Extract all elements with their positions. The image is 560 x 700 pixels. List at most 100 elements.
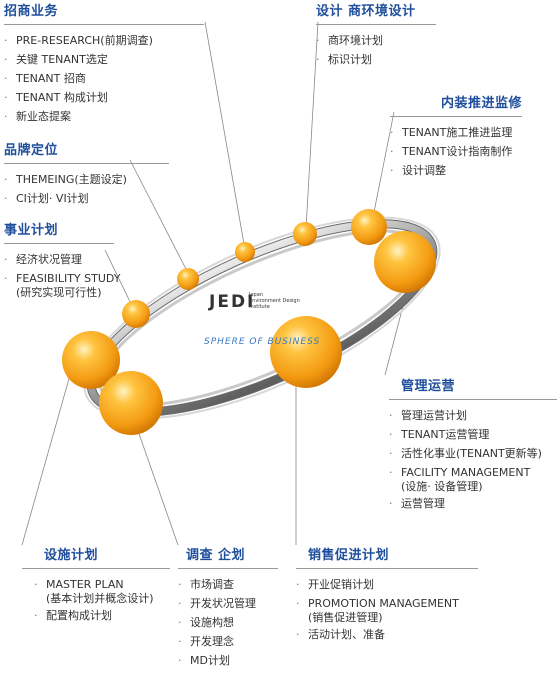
- list-item-subtext: (研究实现可行性): [16, 286, 102, 299]
- list-item: · 经济状况管理: [4, 250, 114, 269]
- bullet: ·: [178, 654, 182, 667]
- section-interior: 内装推进监修 ·TENANT施工推进监理 · TENANT设计指南制作 · 设计调整: [390, 92, 522, 180]
- list-item: · 开发理念: [178, 632, 278, 651]
- list-item-text: TENANT 构成计划: [16, 91, 108, 104]
- section-title: 内装推进监修: [440, 96, 522, 111]
- list-item-text: 活性化事业(TENANT更新等): [401, 447, 542, 460]
- list-item: · 管理运营计划: [389, 406, 557, 425]
- bullet: ·: [4, 34, 8, 47]
- list-item: ·活性化事业(TENANT更新等): [389, 444, 557, 463]
- divider: [178, 568, 278, 569]
- bullet: ·: [296, 578, 300, 591]
- bullet: ·: [296, 628, 300, 641]
- divider: [389, 399, 557, 400]
- bullet: ·: [390, 164, 394, 177]
- section-items: ·管理运营计划·TENANT运营管理·活性化事业(TENANT更新等)·FACI…: [389, 406, 557, 513]
- sphere-survey: [99, 371, 163, 435]
- section-items: ·PRE-RESEARCH(前期调查)·关键 TENANT选定·TENANT 招…: [4, 31, 204, 126]
- bullet: ·: [4, 253, 8, 266]
- list-item: ·MASTER PLAN(基本计划并概念设计): [34, 575, 170, 606]
- list-item: ·CI计划· VI计划: [4, 189, 169, 208]
- list-item-text: 经济状况管理: [16, 253, 82, 266]
- bullet: ·: [389, 428, 393, 441]
- list-item: ·标识计划: [316, 50, 436, 69]
- bullet: ·: [178, 597, 182, 610]
- sphere-recruit: [235, 242, 255, 262]
- list-item: ·配置构成计划: [34, 606, 170, 625]
- divider: [296, 568, 478, 569]
- bullet: ·: [316, 34, 320, 47]
- section-items: ·经济状况管理·FEASIBILITY STUDY(研究实现可行性): [4, 250, 120, 300]
- section-items: · THEMEING(主题设定) ·CI计划· VI计划: [4, 170, 169, 208]
- section-title: 品牌定位: [4, 143, 59, 158]
- list-item-text: PRE-RESEARCH(前期调查): [16, 34, 153, 47]
- section-items: · 商环境计划 ·标识计划: [316, 31, 436, 69]
- divider: [4, 24, 204, 25]
- sphere-interior: [351, 209, 387, 245]
- bullet: ·: [4, 272, 8, 285]
- section-title: 事业计划: [4, 223, 59, 238]
- list-item: ·PROMOTION MANAGEMENT(销售促进管理): [296, 594, 478, 625]
- list-item: ·关键 TENANT选定: [4, 50, 204, 69]
- list-item-text: TENANT设计指南制作: [402, 145, 513, 158]
- bullet: ·: [389, 497, 393, 510]
- section-title: 销售促进计划: [308, 548, 390, 563]
- list-item-text: 商环境计划: [328, 34, 383, 47]
- list-item: · 运营管理: [389, 494, 557, 513]
- list-item: · 商环境计划: [316, 31, 436, 50]
- list-item-text: 管理运营计划: [401, 409, 467, 422]
- spheres: [62, 209, 436, 435]
- list-item-text: 配置构成计划: [46, 609, 112, 622]
- list-item-text: 设施构想: [190, 616, 234, 629]
- list-item-text: TENANT施工推进监理: [402, 126, 513, 139]
- list-item-text: 开发状况管理: [190, 597, 256, 610]
- section-brand: 品牌定位 · THEMEING(主题设定) ·CI计划· VI计划: [4, 139, 169, 208]
- bullet: ·: [178, 635, 182, 648]
- section-survey: 调查 企划 ·市场调查·开发状况管理·设施构想·开发理念·MD计划: [178, 544, 278, 670]
- list-item-text: FACILITY MANAGEMENT: [401, 466, 531, 479]
- sphere-sales: [270, 316, 342, 388]
- list-item-subtext: (基本计划并概念设计): [46, 592, 154, 605]
- list-item-subtext: (设施· 设备管理): [401, 480, 483, 493]
- section-items: ·开业促销计划·PROMOTION MANAGEMENT(销售促进管理)·活动计…: [296, 575, 478, 644]
- bullet: ·: [178, 578, 182, 591]
- section-business: 事业计划 ·经济状况管理·FEASIBILITY STUDY(研究实现可行性): [4, 219, 120, 300]
- section-facility: 设施计划 ·MASTER PLAN(基本计划并概念设计)·配置构成计划: [22, 544, 170, 625]
- list-item-text: TENANT运营管理: [401, 428, 490, 441]
- bullet: ·: [390, 145, 394, 158]
- bullet: ·: [178, 616, 182, 629]
- list-item: ·活动计划、准备: [296, 625, 478, 644]
- list-item-text: 开发理念: [190, 635, 234, 648]
- section-design: 设计 商环境设计 ·商环境计划·标识计划: [316, 0, 436, 69]
- section-items: ·MASTER PLAN(基本计划并概念设计)·配置构成计划: [22, 575, 170, 625]
- bullet: ·: [4, 173, 8, 186]
- divider: [316, 24, 436, 25]
- list-item-text: 新业态提案: [16, 110, 71, 123]
- list-item: · TENANT 构成计划: [4, 88, 204, 107]
- list-item: · PRE-RESEARCH(前期调查): [4, 31, 204, 50]
- list-item: · THEMEING(主题设定): [4, 170, 169, 189]
- list-item: · 开发状况管理: [178, 594, 278, 613]
- list-item: · 设计调整: [390, 161, 522, 180]
- list-item-text: 运营管理: [401, 497, 445, 510]
- list-item: ·TENANT施工推进监理: [390, 123, 522, 142]
- list-item-text: THEMEING(主题设定): [16, 173, 127, 186]
- list-item: ·TENANT 招商: [4, 69, 204, 88]
- divider: [22, 568, 170, 569]
- list-item: ·MD计划: [178, 651, 278, 670]
- bullet: ·: [4, 91, 8, 104]
- list-item: ·新业态提案: [4, 107, 204, 126]
- list-item-text: 市场调查: [190, 578, 234, 591]
- list-item: · 市场调查: [178, 575, 278, 594]
- bullet: ·: [389, 409, 393, 422]
- sphere-brand: [177, 268, 199, 290]
- bullet: ·: [4, 72, 8, 85]
- list-item-text: 关键 TENANT选定: [16, 53, 108, 66]
- list-item-text: CI计划· VI计划: [16, 192, 89, 205]
- jedi-logo: JEDI Japan Environment Design Institute: [209, 292, 300, 312]
- list-item: ·开业促销计划: [296, 575, 478, 594]
- list-item-text: 设计调整: [402, 164, 446, 177]
- section-title: 招商业务: [4, 4, 59, 19]
- logo-mark: JEDI: [209, 292, 256, 312]
- bullet: ·: [389, 466, 393, 479]
